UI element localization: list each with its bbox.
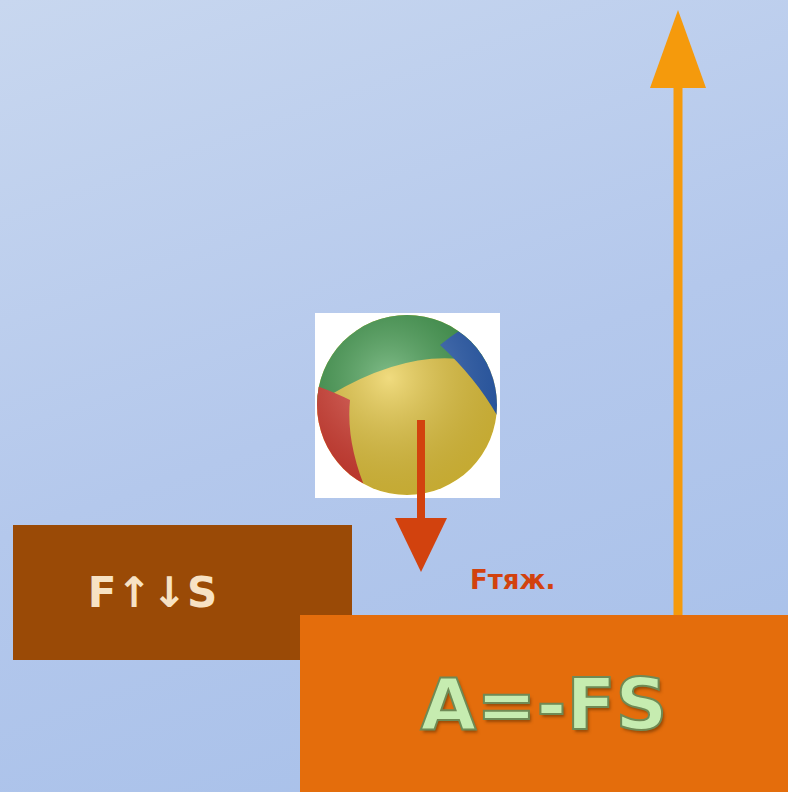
direction-text: F↑↓S <box>88 568 217 617</box>
arrow-head <box>650 10 706 88</box>
gravity-arrow <box>417 420 425 520</box>
ball <box>300 300 520 520</box>
formula-text: A=-FS <box>421 662 668 746</box>
formula-box: A=-FS <box>300 615 788 792</box>
ball-background <box>315 313 500 498</box>
displacement-arrow <box>674 80 683 620</box>
arrow-head <box>395 518 447 572</box>
force-label: Fтяж. <box>470 565 555 595</box>
